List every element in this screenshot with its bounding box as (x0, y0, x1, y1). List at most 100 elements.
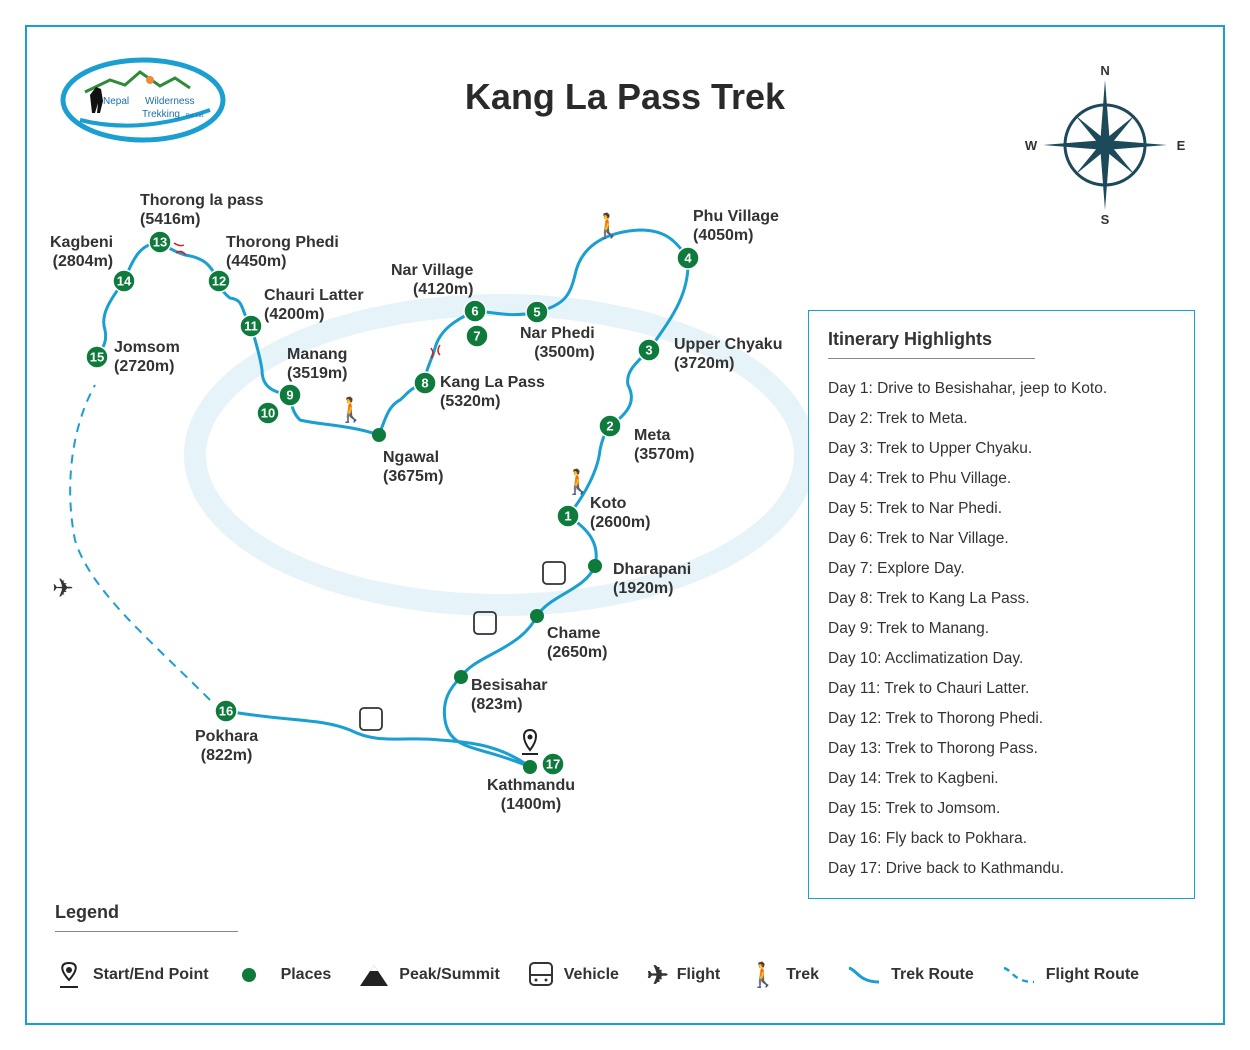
itinerary-day: Day 10: Acclimatization Day. (828, 650, 1024, 667)
drive-route-pokhara (225, 709, 531, 769)
svg-text:S: S (1101, 212, 1110, 227)
label-jomsom: Jomsom(2720m) (114, 339, 180, 375)
place-marker-7[interactable]: 7 (465, 324, 489, 348)
map-frame (25, 25, 1225, 1025)
legend-title: Legend (55, 902, 238, 932)
itinerary-day: Day 11: Trek to Chauri Latter. (828, 680, 1030, 697)
legend-peak: Peak/Summit (359, 962, 500, 988)
place-marker-1[interactable]: 1 (556, 504, 580, 528)
label-chauri-latter: Chauri Latter(4200m) (264, 287, 364, 323)
legend-start-end: Start/End Point (55, 960, 209, 990)
itinerary-day: Day 17: Drive back to Kathmandu. (828, 860, 1065, 877)
place-marker-13[interactable]: 13 (148, 230, 172, 254)
compass-rose: N S E W (1025, 63, 1186, 227)
flight-icon: ✈ (646, 959, 669, 990)
svg-text:Pvt. Ltd.: Pvt. Ltd. (186, 113, 204, 119)
label-thorong-phedi: Thorong Phedi(4450m) (226, 234, 339, 270)
legend-label: Vehicle (563, 966, 619, 983)
place-marker-2[interactable]: 2 (598, 414, 622, 438)
legend-trek-route: Trek Route (847, 964, 974, 986)
place-dot-kathmandu[interactable] (523, 760, 537, 774)
label-ngawal: Ngawal(3675m) (383, 449, 444, 485)
pass-icon (430, 344, 441, 359)
itinerary-day: Day 2: Trek to Meta. (828, 410, 968, 427)
marker-number: 5 (533, 305, 540, 320)
trekker-icon: 🚶 (593, 212, 623, 240)
itinerary-list: Day 1: Drive to Besishahar, jeep to Koto… (828, 379, 1175, 889)
itinerary-day: Day 13: Trek to Thorong Pass. (828, 740, 1038, 757)
place-marker-3[interactable]: 3 (637, 338, 661, 362)
vehicle-icon (359, 707, 383, 731)
place-dot-icon (241, 968, 256, 982)
itinerary-panel: Itinerary Highlights Day 1: Drive to Bes… (808, 310, 1195, 899)
label-phu-village: Phu Village(4050m) (693, 208, 779, 244)
itinerary-day: Day 3: Trek to Upper Chyaku. (828, 440, 1033, 457)
svg-text:Nepal: Nepal (103, 96, 129, 107)
legend-places: Places (237, 965, 331, 985)
place-marker-11[interactable]: 11 (239, 314, 263, 338)
legend-label: Flight (676, 966, 721, 983)
marker-number: 3 (645, 343, 652, 358)
trekker-icon: 🚶 (336, 396, 366, 424)
place-marker-9[interactable]: 9 (278, 383, 302, 407)
marker-number: 17 (546, 757, 560, 772)
itinerary-day: Day 6: Trek to Nar Village. (828, 530, 1009, 547)
marker-number: 9 (286, 388, 293, 403)
itinerary-day: Day 5: Trek to Nar Phedi. (828, 500, 1003, 517)
trekker-icon: 🚶 (748, 961, 779, 989)
svg-text:N: N (1100, 63, 1109, 78)
trek-route-icon (848, 966, 880, 984)
itinerary-day: Day 15: Trek to Jomsom. (828, 800, 1001, 817)
itinerary-title: Itinerary Highlights (828, 329, 1035, 359)
flight-icon: ✈ (52, 573, 74, 603)
label-thorong-la-pass: Thorong la pass(5416m) (140, 192, 264, 228)
place-marker-12[interactable]: 12 (207, 269, 231, 293)
marker-number: 7 (473, 329, 480, 344)
place-marker-14[interactable]: 14 (112, 269, 136, 293)
label-nar-phedi: Nar Phedi(3500m) (520, 325, 595, 361)
label-kagbeni: Kagbeni(2804m) (50, 234, 114, 270)
place-marker-16[interactable]: 16 (214, 699, 238, 723)
legend-label: Start/End Point (93, 966, 209, 983)
label-nar-village: Nar Village(4120m) (391, 262, 474, 298)
legend-flight: ✈ Flight (647, 960, 720, 991)
svg-text:W: W (1025, 138, 1038, 153)
place-marker-10[interactable]: 10 (256, 401, 280, 425)
marker-number: 11 (244, 319, 258, 334)
vehicle-icon (542, 561, 566, 585)
label-manang: Manang(3519m) (287, 346, 348, 382)
start-end-pin-icon (522, 728, 538, 755)
place-dot-chame[interactable] (530, 609, 544, 623)
place-marker-15[interactable]: 15 (85, 345, 109, 369)
place-marker-6[interactable]: 6 (463, 299, 487, 323)
place-marker-5[interactable]: 5 (525, 300, 549, 324)
label-kang-la-pass: Kang La Pass(5320m) (440, 374, 545, 410)
label-kathmandu: Kathmandu(1400m) (487, 777, 575, 813)
legend: Start/End Point Places Peak/Summit Vehic… (55, 958, 1167, 992)
flight-route-icon (1003, 966, 1034, 984)
itinerary-day: Day 14: Trek to Kagbeni. (828, 770, 999, 787)
marker-number: 10 (261, 406, 275, 421)
place-dot-ngawal[interactable] (372, 428, 386, 442)
itinerary-day: Day 1: Drive to Besishahar, jeep to Koto… (828, 380, 1108, 397)
mountain-icon (360, 965, 389, 986)
label-pokhara: Pokhara(822m) (195, 728, 259, 764)
label-upper-chyaku: Upper Chyaku(3720m) (674, 336, 783, 372)
marker-number: 14 (117, 274, 132, 289)
place-dot-dharapani[interactable] (588, 559, 602, 573)
marker-number: 15 (90, 350, 104, 365)
marker-number: 8 (421, 376, 428, 391)
place-marker-17[interactable]: 17 (541, 752, 565, 776)
svg-text:Wilderness: Wilderness (145, 96, 194, 107)
legend-label: Peak/Summit (399, 966, 500, 983)
place-dot-besisahar[interactable] (454, 670, 468, 684)
label-meta: Meta(3570m) (634, 427, 695, 463)
marker-number: 2 (606, 419, 613, 434)
legend-trek: 🚶 Trek (748, 961, 819, 990)
legend-label: Trek (786, 966, 820, 983)
place-marker-8[interactable]: 8 (413, 371, 437, 395)
place-marker-4[interactable]: 4 (676, 246, 700, 270)
start-end-pin-icon (60, 961, 78, 988)
vehicle-icon (528, 962, 553, 986)
